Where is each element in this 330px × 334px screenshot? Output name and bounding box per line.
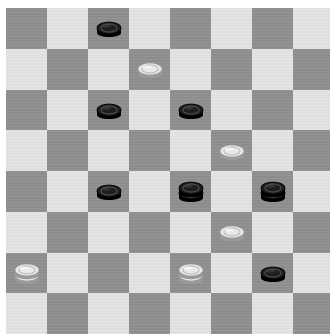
board-square-0-7[interactable] — [293, 8, 330, 49]
board-square-5-7[interactable] — [293, 212, 330, 253]
board-square-1-1[interactable] — [47, 49, 88, 90]
board-square-0-1[interactable] — [47, 8, 88, 49]
white-piece[interactable] — [218, 221, 246, 243]
black-piece[interactable] — [95, 17, 123, 39]
board-square-7-0[interactable] — [6, 293, 47, 334]
board-square-1-0[interactable] — [6, 49, 47, 90]
board-square-2-4[interactable] — [170, 90, 211, 131]
board-square-1-5[interactable] — [211, 49, 252, 90]
board-square-7-5[interactable] — [211, 293, 252, 334]
board-square-6-3[interactable] — [129, 253, 170, 294]
board-square-0-4[interactable] — [170, 8, 211, 49]
board-square-2-3[interactable] — [129, 90, 170, 131]
king-black-piece[interactable] — [177, 180, 205, 202]
board-square-5-2[interactable] — [88, 212, 129, 253]
board-square-5-0[interactable] — [6, 212, 47, 253]
board-square-5-1[interactable] — [47, 212, 88, 253]
board-square-7-2[interactable] — [88, 293, 129, 334]
board-square-5-4[interactable] — [170, 212, 211, 253]
board-square-7-6[interactable] — [252, 293, 293, 334]
board-square-0-2[interactable] — [88, 8, 129, 49]
board-square-3-0[interactable] — [6, 130, 47, 171]
board-square-4-2[interactable] — [88, 171, 129, 212]
white-piece[interactable] — [218, 140, 246, 162]
board-square-7-4[interactable] — [170, 293, 211, 334]
board-square-3-2[interactable] — [88, 130, 129, 171]
board-square-3-6[interactable] — [252, 130, 293, 171]
board-square-0-5[interactable] — [211, 8, 252, 49]
board-square-5-3[interactable] — [129, 212, 170, 253]
board-square-0-3[interactable] — [129, 8, 170, 49]
board-square-6-0[interactable] — [6, 253, 47, 294]
board-square-6-2[interactable] — [88, 253, 129, 294]
black-piece[interactable] — [177, 99, 205, 121]
board-square-6-4[interactable] — [170, 253, 211, 294]
board-square-4-0[interactable] — [6, 171, 47, 212]
board-square-4-1[interactable] — [47, 171, 88, 212]
king-white-piece[interactable] — [13, 262, 41, 284]
board-square-6-5[interactable] — [211, 253, 252, 294]
board-square-3-1[interactable] — [47, 130, 88, 171]
checkers-board — [6, 8, 330, 334]
board-square-2-6[interactable] — [252, 90, 293, 131]
board-square-4-6[interactable] — [252, 171, 293, 212]
board-square-7-3[interactable] — [129, 293, 170, 334]
board-square-1-7[interactable] — [293, 49, 330, 90]
board-square-0-6[interactable] — [252, 8, 293, 49]
black-piece[interactable] — [95, 99, 123, 121]
board-square-6-6[interactable] — [252, 253, 293, 294]
board-square-7-7[interactable] — [293, 293, 330, 334]
board-square-1-3[interactable] — [129, 49, 170, 90]
board-square-0-0[interactable] — [6, 8, 47, 49]
board-square-4-3[interactable] — [129, 171, 170, 212]
board-square-2-5[interactable] — [211, 90, 252, 131]
king-white-piece[interactable] — [177, 262, 205, 284]
board-square-2-0[interactable] — [6, 90, 47, 131]
black-piece[interactable] — [259, 262, 287, 284]
board-square-1-2[interactable] — [88, 49, 129, 90]
board-square-6-7[interactable] — [293, 253, 330, 294]
board-square-3-4[interactable] — [170, 130, 211, 171]
board-square-5-5[interactable] — [211, 212, 252, 253]
board-square-4-5[interactable] — [211, 171, 252, 212]
board-square-1-6[interactable] — [252, 49, 293, 90]
board-square-3-7[interactable] — [293, 130, 330, 171]
board-square-4-4[interactable] — [170, 171, 211, 212]
board-square-2-2[interactable] — [88, 90, 129, 131]
black-piece[interactable] — [95, 180, 123, 202]
board-square-7-1[interactable] — [47, 293, 88, 334]
board-square-3-5[interactable] — [211, 130, 252, 171]
board-square-1-4[interactable] — [170, 49, 211, 90]
board-square-3-3[interactable] — [129, 130, 170, 171]
board-square-2-7[interactable] — [293, 90, 330, 131]
board-square-6-1[interactable] — [47, 253, 88, 294]
board-square-2-1[interactable] — [47, 90, 88, 131]
white-piece[interactable] — [136, 58, 164, 80]
board-square-4-7[interactable] — [293, 171, 330, 212]
king-black-piece[interactable] — [259, 180, 287, 202]
board-square-5-6[interactable] — [252, 212, 293, 253]
